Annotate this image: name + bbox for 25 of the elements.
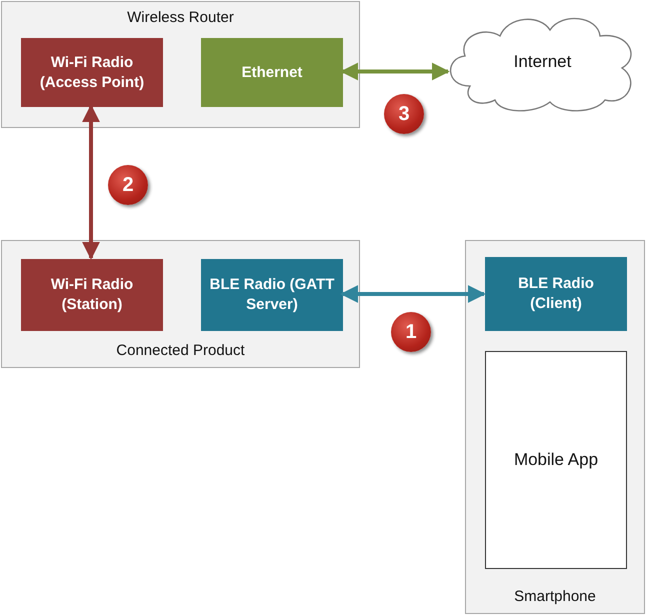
container-box <box>1 240 360 368</box>
callout-number: 1 <box>391 312 431 352</box>
node-label: Smartphone <box>513 588 597 605</box>
app-screen <box>485 351 627 569</box>
callout-number: 2 <box>108 165 148 205</box>
component-box <box>21 38 163 107</box>
node-label: BLE Radio (GATT Server) <box>208 275 336 315</box>
node-label: Wi-Fi Radio (Access Point) <box>38 52 146 92</box>
node-label: Mobile App <box>512 450 600 470</box>
node-label: Internet <box>512 52 572 72</box>
component-box <box>21 259 163 331</box>
node-label: Connected Product <box>115 342 246 359</box>
container-box <box>1 1 360 128</box>
component-box <box>201 259 343 331</box>
node-label: Ethernet <box>240 62 304 82</box>
double-arrow <box>340 285 486 303</box>
node-label: BLE Radio (Client) <box>517 274 595 314</box>
node-label: Wireless Router <box>126 9 235 26</box>
container-box <box>465 240 645 614</box>
double-arrow <box>340 62 450 80</box>
node-label: Wi-Fi Radio (Station) <box>50 275 134 315</box>
component-box <box>201 38 343 107</box>
callout-number: 3 <box>384 94 424 134</box>
double-arrow <box>82 104 100 260</box>
component-box <box>485 257 627 331</box>
